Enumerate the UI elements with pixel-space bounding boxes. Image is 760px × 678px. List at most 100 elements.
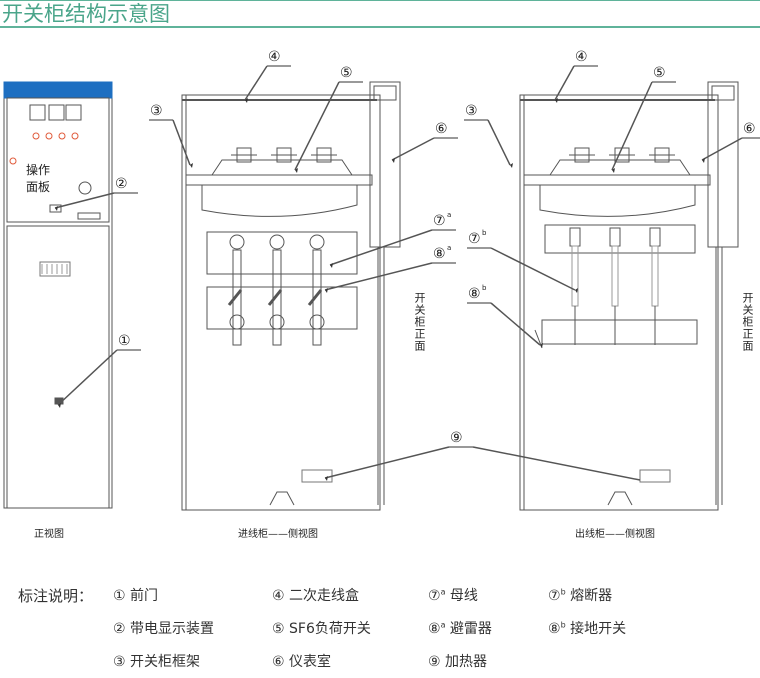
incoming-busbar-terminal xyxy=(229,234,245,250)
incoming-surge-arrester xyxy=(307,289,323,306)
incoming-heater xyxy=(301,469,333,483)
vent-grille xyxy=(39,261,71,277)
incoming-instrument-room xyxy=(369,81,401,248)
callout-arrester-number: ⑧ xyxy=(433,246,446,262)
incoming-busbar-upper xyxy=(206,231,358,275)
incoming-switch-base xyxy=(185,174,373,186)
incoming-busbar xyxy=(272,249,282,346)
callout-frame-in-arrow xyxy=(190,163,193,168)
incoming-busbar-terminal xyxy=(269,234,285,250)
operation-panel-label: 操作面板 xyxy=(26,163,51,194)
callout-heater-in-leader xyxy=(324,446,450,479)
callout-earthing-leader xyxy=(490,302,541,346)
display-meter xyxy=(29,104,46,121)
legend-item: ③ 开关柜框架 xyxy=(113,651,200,671)
legend-label: 避雷器 xyxy=(445,621,492,637)
indicator-lamp xyxy=(71,132,79,140)
callout-sf6-in-number: ⑤ xyxy=(340,65,353,81)
outgoing-earthing-switch xyxy=(541,319,698,345)
incoming-instrument-top xyxy=(373,85,397,101)
legend-label: 接地开关 xyxy=(565,621,627,637)
callout-frame-in-leader xyxy=(172,119,191,166)
callout-duct-out-leader xyxy=(554,65,575,101)
legend-item: ⑧a 避雷器 xyxy=(428,618,492,638)
callout-heater-in-arrow xyxy=(325,476,328,481)
callout-duct-in-arrow xyxy=(245,98,248,103)
callout-sf6-in-arrow xyxy=(295,168,298,173)
legend-num: ⑨ xyxy=(428,654,441,670)
legend-num: ② xyxy=(113,621,126,637)
switch-knob xyxy=(78,181,92,195)
legend-num: ⑤ xyxy=(272,621,285,637)
front-top-band xyxy=(3,81,113,99)
callout-fuse-number: ⑦ xyxy=(468,231,481,247)
legend-item: ⑧b 接地开关 xyxy=(548,618,626,638)
outgoing-fuse xyxy=(571,245,579,307)
outgoing-fuse-mount xyxy=(544,224,696,254)
callout-earthing-sup: b xyxy=(482,284,487,292)
indicator-lamp xyxy=(45,132,53,140)
legend-num: ⑦ xyxy=(428,588,441,604)
legend-sup: b xyxy=(560,587,566,597)
incoming-surge-arrester xyxy=(227,289,243,306)
legend-item: ⑤ SF6负荷开关 xyxy=(272,618,371,638)
legend-label: 前门 xyxy=(125,588,159,604)
callout-sf6-in-leader xyxy=(294,81,340,171)
indicator-lamp xyxy=(58,132,66,140)
legend-label: 带电显示装置 xyxy=(125,621,215,637)
callout-busbar-sup: a xyxy=(447,211,451,219)
display-meter xyxy=(48,104,65,121)
callout-duct-in-leader xyxy=(244,65,268,101)
callout-heater-out-leader xyxy=(472,446,641,481)
legend-sup: a xyxy=(440,620,446,630)
callout-sf6-out-number: ⑤ xyxy=(653,65,666,81)
legend-label: 母线 xyxy=(445,588,478,604)
callout-busbar-leader xyxy=(329,229,433,266)
legend-item: ① 前门 xyxy=(113,585,158,605)
outgoing-frame xyxy=(519,94,719,511)
callout-instrument-out-leader xyxy=(701,137,743,161)
incoming-busbar-terminal xyxy=(309,314,325,330)
incoming-sf6-switch-top xyxy=(211,159,353,176)
operation-panel xyxy=(6,97,110,223)
legend-num: ③ xyxy=(113,654,126,670)
callout-fuse-sup: b xyxy=(482,229,487,237)
legend-label: 仪表室 xyxy=(284,654,332,670)
live-display-device xyxy=(49,204,62,213)
callout-sf6-out-arrow xyxy=(612,168,615,173)
legend-label: 加热器 xyxy=(440,654,488,670)
legend-num: ① xyxy=(113,588,126,604)
outgoing-fuse xyxy=(651,245,659,307)
incoming-busbar-lower xyxy=(206,286,358,330)
callout-arrester-arrow xyxy=(325,288,328,293)
callout-instrument-out-number: ⑥ xyxy=(743,121,756,137)
callout-instrument-out-arrow xyxy=(702,158,705,163)
legend-num: ⑥ xyxy=(272,654,285,670)
incoming-bottom-bracket xyxy=(269,491,295,506)
legend-num: ⑧ xyxy=(428,621,441,637)
outgoing-fuse-cap xyxy=(649,227,661,247)
callout-front-door-number: ① xyxy=(118,333,131,349)
incoming-surge-arrester xyxy=(267,289,283,306)
legend-num: ⑦ xyxy=(548,588,561,604)
legend-num: ④ xyxy=(272,588,285,604)
outgoing-fuse-cap xyxy=(609,227,621,247)
front-door xyxy=(6,225,110,509)
callout-instrument-in-number: ⑥ xyxy=(435,121,448,137)
callout-front-door-leader xyxy=(57,349,118,406)
legend-label: 开关柜框架 xyxy=(125,654,201,670)
callout-busbar-number: ⑦ xyxy=(433,213,446,229)
outgoing-front-side-label: 开关柜正面 xyxy=(741,292,754,352)
callout-duct-in-number: ④ xyxy=(268,49,281,65)
legend-sup: a xyxy=(440,587,446,597)
indicator-lamp xyxy=(32,132,40,140)
callout-arrester-leader xyxy=(324,262,433,291)
title-bar: 开关柜结构示意图 xyxy=(0,0,760,28)
callout-frame-out-arrow xyxy=(510,163,513,168)
incoming-busbar-terminal xyxy=(229,314,245,330)
incoming-sf6-switch-body xyxy=(201,185,358,217)
callout-arrester-sup: a xyxy=(447,244,451,252)
outgoing-sf6-switch-body xyxy=(539,185,696,217)
legend-label: SF6负荷开关 xyxy=(284,621,371,637)
